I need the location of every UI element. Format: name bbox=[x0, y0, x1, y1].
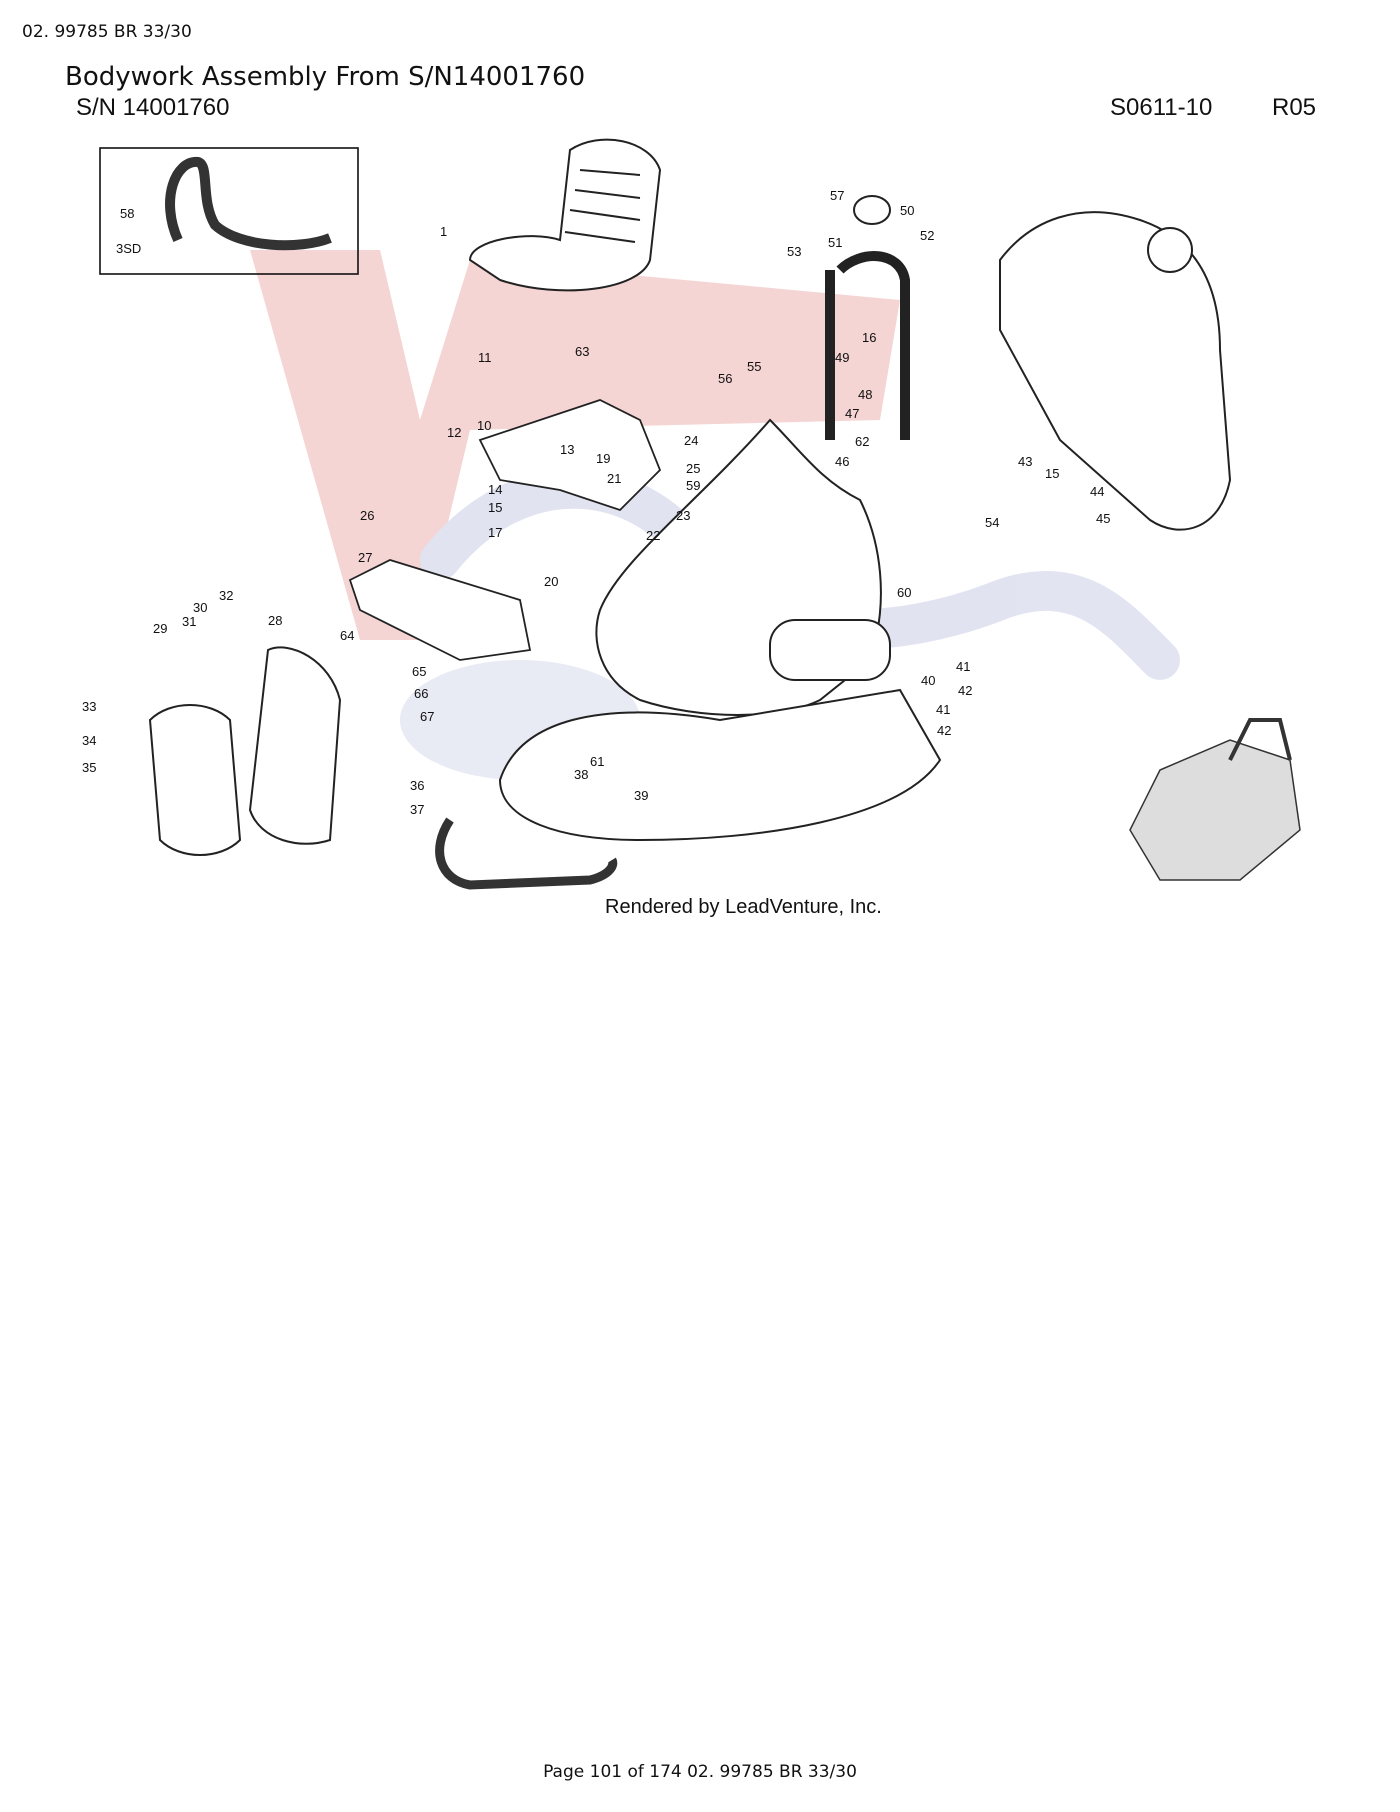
callout-label: 43 bbox=[1018, 454, 1032, 469]
callout-label: 53 bbox=[787, 244, 801, 259]
callout-label: 36 bbox=[410, 778, 424, 793]
callout-label: 51 bbox=[828, 235, 842, 250]
drawing-code: S0611-10 bbox=[1110, 94, 1213, 121]
callout-label: 21 bbox=[607, 471, 621, 486]
callout-label: 59 bbox=[686, 478, 700, 493]
callout-label: 28 bbox=[268, 613, 282, 628]
callout-label: 50 bbox=[900, 203, 914, 218]
seat bbox=[468, 138, 662, 292]
callout-label: 14 bbox=[488, 482, 502, 497]
callout-label: 13 bbox=[560, 442, 574, 457]
callout-label: 34 bbox=[82, 733, 96, 748]
page-title: Bodywork Assembly From S/N14001760 bbox=[65, 62, 586, 92]
callout-label: 29 bbox=[153, 621, 167, 636]
callout-label: 42 bbox=[958, 683, 972, 698]
callout-label: 67 bbox=[420, 709, 434, 724]
callout-label: 12 bbox=[447, 425, 461, 440]
callout-label: 20 bbox=[544, 574, 558, 589]
parts-diagram: 58 3SD 1 63 11 bbox=[82, 138, 1301, 890]
callout-label: 22 bbox=[646, 528, 660, 543]
callout-label: 63 bbox=[575, 344, 589, 359]
callout-label: 11 bbox=[478, 350, 492, 365]
render-credit: Rendered by LeadVenture, Inc. bbox=[605, 896, 882, 918]
callout-label: 45 bbox=[1096, 511, 1110, 526]
callout-label: 49 bbox=[835, 350, 849, 365]
callout-label: 31 bbox=[182, 614, 196, 629]
callout-label: 19 bbox=[596, 451, 610, 466]
callout-label: 58 bbox=[120, 206, 134, 221]
callout-label: 33 bbox=[82, 699, 96, 714]
callout-label: 27 bbox=[358, 550, 372, 565]
callout-label: 64 bbox=[340, 628, 354, 643]
callout-label: 39 bbox=[634, 788, 648, 803]
steering-column bbox=[825, 195, 910, 440]
callout-label: 38 bbox=[574, 767, 588, 782]
callout-label: 65 bbox=[412, 664, 426, 679]
callout-label: 44 bbox=[1090, 484, 1104, 499]
callout-label: 46 bbox=[835, 454, 849, 469]
callout-label: 41 bbox=[956, 659, 970, 674]
callout-label: 15 bbox=[1045, 466, 1059, 481]
serial-number: S/N 14001760 bbox=[76, 94, 230, 121]
callout-label: 52 bbox=[920, 228, 934, 243]
callout-label: 25 bbox=[686, 461, 700, 476]
callout-label: 55 bbox=[747, 359, 761, 374]
callout-label: 35 bbox=[82, 760, 96, 775]
callout-label: 10 bbox=[477, 418, 491, 433]
callout-label: 1 bbox=[440, 224, 447, 239]
inset-label: 3SD bbox=[116, 241, 141, 256]
callout-label: 17 bbox=[488, 525, 502, 540]
page-footer: Page 101 of 174 02. 99785 BR 33/30 bbox=[543, 1762, 857, 1782]
callout-label: 15 bbox=[488, 500, 502, 515]
rear-body bbox=[999, 211, 1232, 531]
callout-label: 62 bbox=[855, 434, 869, 449]
callout-label: 54 bbox=[985, 515, 999, 530]
drawing-revision: R05 bbox=[1272, 94, 1317, 121]
callout-label: 16 bbox=[862, 330, 876, 345]
callout-label: 37 bbox=[410, 802, 424, 817]
inset-box: 58 3SD bbox=[99, 147, 359, 275]
callout-label: 24 bbox=[684, 433, 698, 448]
callout-label: 32 bbox=[219, 588, 233, 603]
callout-label: 41 bbox=[936, 702, 950, 717]
machine-thumbnail bbox=[1129, 718, 1301, 881]
doc-reference: 02. 99785 BR 33/30 bbox=[22, 22, 192, 42]
callout-label: 66 bbox=[414, 686, 428, 701]
callout-label: 47 bbox=[845, 406, 859, 421]
callout-label: 48 bbox=[858, 387, 872, 402]
callout-label: 57 bbox=[830, 188, 844, 203]
callout-label: 56 bbox=[718, 371, 732, 386]
callout-label: 23 bbox=[676, 508, 690, 523]
front-bumper bbox=[435, 817, 618, 890]
callout-label: 60 bbox=[897, 585, 911, 600]
floor-plates bbox=[348, 399, 662, 661]
callout-label: 26 bbox=[360, 508, 374, 523]
callouts: 1 63 11 10 12 13 14 15 17 19 21 20 24 25… bbox=[82, 188, 1110, 817]
chassis bbox=[498, 418, 942, 842]
callout-label: 40 bbox=[921, 673, 935, 688]
side-panels bbox=[148, 646, 342, 856]
callout-label: 30 bbox=[193, 600, 207, 615]
callout-label: 61 bbox=[590, 754, 604, 769]
callout-label: 42 bbox=[937, 723, 951, 738]
